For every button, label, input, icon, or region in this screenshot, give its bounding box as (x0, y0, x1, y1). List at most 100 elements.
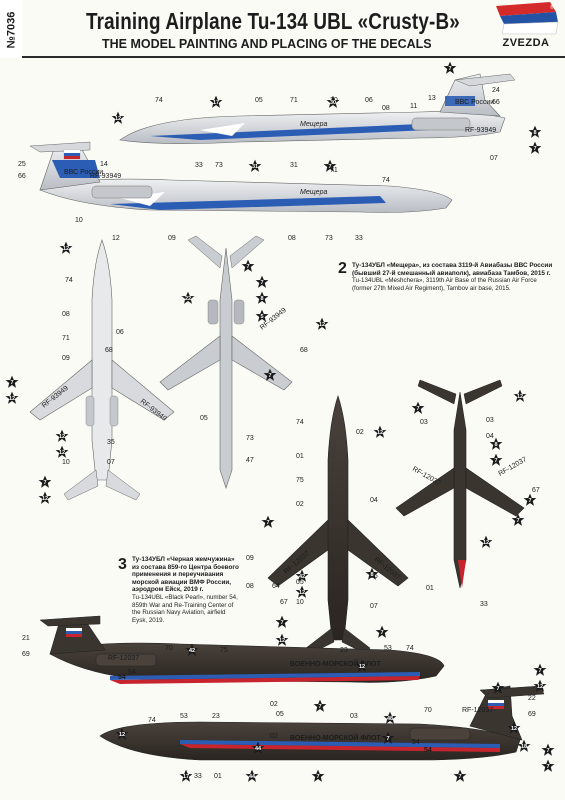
callout-d-3: 75 (220, 647, 228, 654)
callout-d-1: 69 (22, 651, 30, 658)
callout-b-5: 68 (105, 347, 113, 354)
star-decal-number: 12 (517, 394, 523, 400)
svg-text:®: ® (550, 4, 554, 11)
star-decal-number: 7 (448, 66, 451, 72)
callout-d-12: 54 (412, 739, 420, 746)
callout-b-12: 68 (300, 347, 308, 354)
star-decal-number: 7 (43, 480, 46, 486)
callout-c-13: 09 (246, 555, 254, 562)
star-decal-number: 7 (538, 668, 541, 674)
callout-b-11: 73 (246, 435, 254, 442)
star-decal-marker: 7 (261, 515, 275, 528)
star-decal-number: 17 (213, 100, 219, 106)
callout-b-9: 10 (62, 459, 70, 466)
scheme2-number: 2 (338, 260, 347, 277)
vvs-light-lower: ВВС России (64, 169, 103, 176)
star-decal-marker: 7 (5, 375, 19, 388)
star-decal-number: 8 (260, 296, 263, 302)
star-decal-marker: 12 (115, 727, 129, 740)
callout-d-7: 54 (128, 669, 136, 676)
star-decal-marker: 31 (248, 159, 262, 172)
star-decal-marker: 17 (179, 769, 193, 782)
star-decal-marker: 7 (491, 681, 505, 694)
star-decal-number: 12 (299, 590, 305, 596)
brand-name: ZVEZDA (502, 37, 550, 49)
star-decal-number: 7 (246, 264, 249, 270)
callout-d-15: 23 (212, 713, 220, 720)
callout-d-13: 53 (180, 713, 188, 720)
callout-c-2: 01 (296, 453, 304, 460)
callout-c-14: 03 (486, 417, 494, 424)
star-decal-marker: 44 (245, 769, 259, 782)
callout-c-7: 64 (272, 583, 280, 590)
star-decal-number: 12 (59, 434, 65, 440)
star-decal-number: 7 (328, 164, 331, 170)
reg-dark-bottom-right: RF-12037 (498, 456, 529, 478)
star-decal-marker: 12 (38, 491, 52, 504)
callout-d-0: 21 (22, 635, 30, 642)
star-decal-marker: 7 (275, 615, 289, 628)
star-decal-marker: 12 (55, 429, 69, 442)
callout-d-8: 02 (270, 701, 278, 708)
callout-b-1: 08 (62, 311, 70, 318)
scheme2-caption-ru: Ту-134УБЛ «Мещера», из состава 3119-й Ав… (352, 262, 553, 277)
callout-a-13: 33 (195, 162, 203, 169)
star-decal-number: 7 (458, 774, 461, 780)
star-decal-marker: 7 (323, 159, 337, 172)
callout-a-14: 73 (215, 162, 223, 169)
logo-stripe-white (501, 21, 559, 35)
scheme2-caption: Ту-134УБЛ «Мещера», из состава 3119-й Ав… (352, 262, 557, 292)
star-decal-marker: 7 (311, 769, 325, 782)
light-side-view-upper: Мещера RF-93949 ВВС России (119, 73, 516, 144)
reg-dark-bottom-left: RF-12037 (411, 466, 442, 488)
callout-c-6: 08 (246, 583, 254, 590)
callout-a-16: 09 (168, 235, 176, 242)
callout-b-4: 09 (62, 355, 70, 362)
callout-b-7: 47 (246, 457, 254, 464)
star-decal-marker: 8 (489, 437, 503, 450)
star-decal-number: 44 (249, 774, 256, 780)
page-title: Training Airplane Tu-134 UBL «Crusty-B» (86, 8, 460, 34)
callout-a-20: 73 (325, 235, 333, 242)
star-decal-marker: 7 (381, 731, 395, 744)
star-decal-marker: 7 (263, 368, 277, 381)
star-decal-marker: 7 (533, 663, 547, 676)
star-decal-marker: 12 (295, 585, 309, 598)
callout-d-9: 22 (528, 695, 536, 702)
callout-a-24: 07 (490, 155, 498, 162)
star-decal-marker: 7 (541, 759, 555, 772)
sku-tab: №7036 (0, 0, 22, 58)
star-decal-number: 7 (10, 380, 13, 386)
star-decal-number: 7 (416, 406, 419, 412)
callout-b-2: 71 (62, 335, 70, 342)
logo-stripe-blue (500, 12, 558, 24)
star-decal-number: 42 (299, 574, 305, 580)
light-bottom-view: RF-93949 (159, 235, 293, 489)
callout-d-11: 70 (424, 707, 432, 714)
star-decal-marker: 7 (511, 513, 525, 526)
callout-a-17: 12 (112, 235, 120, 242)
callout-b-3: 06 (116, 329, 124, 336)
star-decal-number: 7 (494, 458, 497, 464)
star-decal-marker: 8 (365, 567, 379, 580)
callout-c-18: 67 (532, 487, 540, 494)
star-decal-number: 12 (279, 638, 285, 644)
star-decal-marker: 7 (489, 453, 503, 466)
callout-a-22: 74 (382, 177, 390, 184)
callout-c-11: 07 (370, 603, 378, 610)
star-decal-number: 7 (528, 498, 531, 504)
star-decal-number: 18 (521, 744, 527, 750)
scheme3-caption-en: Tu-134UBL «Black Pearl», number 54, 859t… (132, 593, 238, 624)
star-decal-marker: 42 (185, 643, 199, 656)
navy-side-upper: ВОЕННО-МОРСКОЙ ФЛОТ (290, 659, 381, 668)
star-decal-marker: 12 (507, 721, 521, 734)
callout-a-0: 74 (155, 97, 163, 104)
star-decal-number: 7 (516, 518, 519, 524)
star-decal-number: 31 (252, 164, 258, 170)
star-decal-marker: 7 (313, 699, 327, 712)
star-decal-marker: 12 (355, 659, 369, 672)
callout-d-14: 74 (148, 717, 156, 724)
star-decal-marker: 30 (326, 95, 340, 108)
reg-light-upper: RF-93949 (465, 127, 496, 134)
